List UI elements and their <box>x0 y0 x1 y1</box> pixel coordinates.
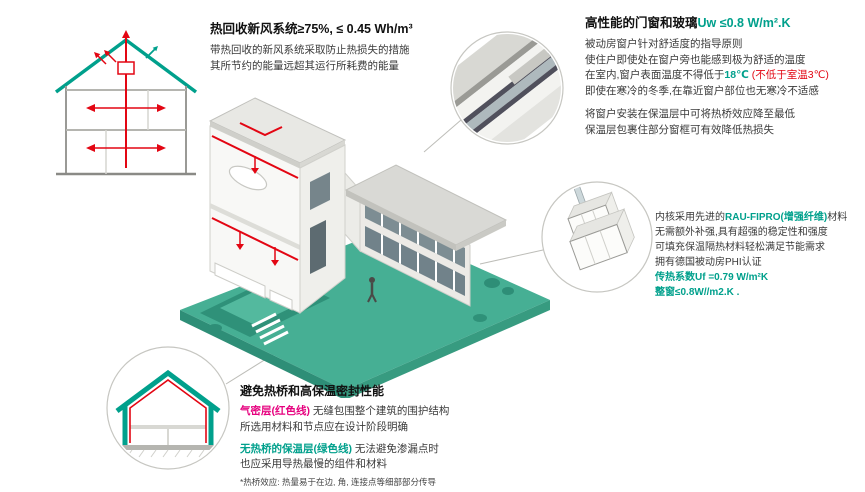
heat-recovery-unit-icon <box>117 61 135 75</box>
door <box>310 220 326 274</box>
thermal-footnote: *热桥效应: 热量易于在边, 角, 连接点等细部部分传导 <box>240 477 436 488</box>
profile-section: 内核采用先进的RAU-FIPRO(增强纤维)材料 无需额外补强,具有超强的稳定性… <box>655 210 863 300</box>
windows-section: 高性能的门窗和玻璃Uw ≤0.8 W/m².K 被动房窗户针对舒适度的指导原则 … <box>585 14 861 138</box>
window <box>310 172 330 210</box>
thermal-insulation-line: 无热桥的保温层(绿色线) 无法避免渗漏点时 <box>240 442 580 457</box>
stairs <box>251 312 289 346</box>
windows-line1: 被动房窗户针对舒适度的指导原则 <box>585 37 743 50</box>
windows-line3-temp: 18℃ <box>724 69 749 82</box>
windows-line5: 将窗户安装在保温层中可将热桥效应降至最低 <box>585 107 795 120</box>
windows-line3-note: (不低于室温3℃) <box>748 69 829 82</box>
insulation-green-line <box>115 369 221 414</box>
profile-line2: 无需额外补强,具有超强的稳定性和强度 <box>655 227 828 238</box>
insulation-text: 无法避免渗漏点时 <box>352 442 439 455</box>
thermal-airtight-line: 气密层(红色线) 无缝包围整个建筑的围护结构 <box>240 404 580 419</box>
windows-line3-text: 在室内,窗户表面温度不得低于 <box>585 69 725 82</box>
thermal-title: 避免热桥和高保温密封性能 <box>240 384 385 398</box>
ventilation-section: 热回收新风系统≥75%, ≤ 0.45 Wh/m³ 带热回收的新风系统采取防止热… <box>210 20 480 74</box>
window-corner-section <box>453 34 561 142</box>
ventilation-ducts-red <box>211 122 299 266</box>
airtight-red-line <box>129 379 207 443</box>
window-detail-callout <box>450 31 564 145</box>
windows-line4: 即使在寒冷的冬季,在靠近窗户部位也无寒冷不适感 <box>585 85 819 97</box>
profile-line1-tail: 材料 <box>827 212 848 223</box>
thermal-line2: 所选用材料和节点应在设计阶段明确 <box>240 420 408 433</box>
windows-title: 高性能的门窗和玻璃Uw ≤0.8 W/m².K <box>585 14 861 33</box>
person-figure <box>367 277 377 303</box>
kitchen-counter <box>214 262 266 299</box>
wing-roof-slab <box>344 164 508 251</box>
ventilation-line2: 其所节约的能量远超其运行所耗费的能量 <box>210 59 399 72</box>
airtight-label: 气密层(红色线) <box>240 405 310 418</box>
main-building-cutaway <box>208 97 347 315</box>
windows-line6: 保温层包裹住部分窗框可有效降低热损失 <box>585 123 774 136</box>
window-profile-callout <box>541 181 653 293</box>
windows-line3: 在室内,窗户表面温度不得低于18℃ (不低于室温3℃) <box>585 68 861 84</box>
insulation-label: 无热桥的保温层(绿色线) <box>240 442 352 455</box>
airtight-text: 无缝包围整个建筑的围护结构 <box>310 405 450 418</box>
profile-line3: 可填充保温隔热材料轻松满足节能需求 <box>655 242 825 253</box>
profile-line1-text: 内核采用先进的 <box>655 212 725 223</box>
profile-uf-value: 传热系数Uf =0.79 W/m²K <box>655 272 769 283</box>
main-house-illustration <box>180 97 550 398</box>
profile-uw-value: 整窗≤0.8W//m2.K . <box>655 287 740 298</box>
ventilation-title: 热回收新风系统≥75%, ≤ 0.45 Wh/m³ <box>210 22 413 36</box>
windows-title-value: Uw ≤0.8 W/m².K <box>697 16 791 30</box>
profile-line1: 内核采用先进的RAU-FIPRO(增强纤维)材料 <box>655 210 863 225</box>
windows-title-name: 高性能的门窗和玻璃 <box>585 16 698 30</box>
profile-line1-material: RAU-FIPRO(增强纤维) <box>725 212 828 223</box>
profile-line4: 拥有德国被动房PHI认证 <box>655 257 762 268</box>
windows-line2: 使住户即使处在窗户旁也能感到极为舒适的温度 <box>585 53 806 66</box>
ventilation-house-illustration <box>54 30 198 176</box>
thermal-line4: 也应采用导热最慢的组件和材料 <box>240 458 387 471</box>
bushes <box>473 278 514 322</box>
thermal-section: 避免热桥和高保温密封性能 气密层(红色线) 无缝包围整个建筑的围护结构 所选用材… <box>240 383 580 489</box>
thermal-bridge-callout <box>106 346 230 470</box>
bathtub <box>228 165 268 191</box>
exhaust-arrow-teal <box>145 46 158 59</box>
ventilation-line1: 带热回收的新风系统采取防止热损失的措施 <box>210 43 410 56</box>
